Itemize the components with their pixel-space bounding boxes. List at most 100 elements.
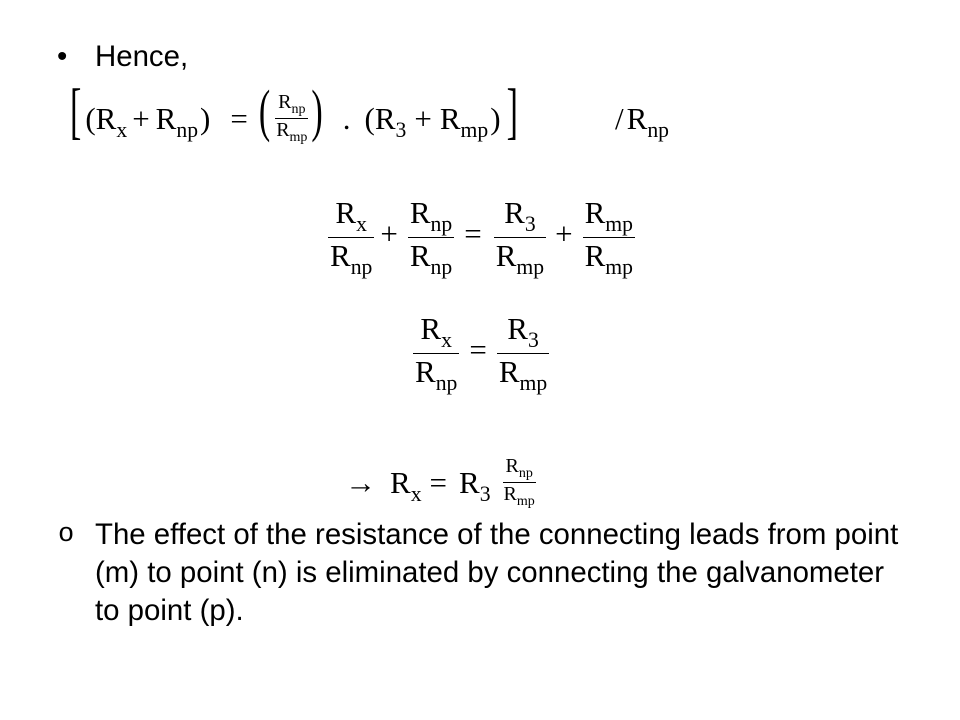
subscript-np: np xyxy=(435,370,458,395)
subscript-np: np xyxy=(291,101,306,117)
subscript-np: np xyxy=(350,254,373,279)
resistance-rx: R x xyxy=(420,310,452,351)
resistance-rx: R x xyxy=(335,194,367,235)
subscript-mp: mp xyxy=(605,211,634,236)
bullet-circle-icon: o xyxy=(58,520,75,550)
subscript-3: 3 xyxy=(479,481,491,506)
resistance-rmp: R mp xyxy=(439,100,488,141)
resistance-rmp: R mp xyxy=(585,240,633,278)
subscript-x: x xyxy=(116,117,128,142)
plus-sign: + xyxy=(414,100,432,136)
resistance-symbol: R xyxy=(155,100,177,136)
fraction-rnp-over-rmp: R np R mp xyxy=(502,454,536,509)
resistance-symbol: R xyxy=(95,100,117,136)
fraction-denominator: R mp xyxy=(494,237,546,278)
resistance-symbol: R xyxy=(503,482,517,505)
fraction-numerator: R np xyxy=(408,197,454,237)
fraction-numerator: R x xyxy=(333,197,369,237)
subscript-x: x xyxy=(410,481,422,506)
subscript-np: np xyxy=(518,465,533,481)
subscript-mp: mp xyxy=(289,129,308,145)
resistance-symbol: R xyxy=(420,310,442,346)
fraction-denominator: R np xyxy=(413,354,459,395)
right-paren-large: ) xyxy=(311,80,323,144)
resistance-symbol: R xyxy=(507,310,528,346)
equation-3: R x R np = R 3 R xyxy=(413,310,550,395)
bullet-text-line: (m) to point (n) is eliminated by connec… xyxy=(95,556,885,589)
equation-1: [ ( R x + R np ) = ( R np R mp xyxy=(70,81,518,148)
equation-4: → R x = R 3 R np R mp xyxy=(345,452,536,512)
plus-sign: + xyxy=(132,100,150,136)
subscript-np: np xyxy=(647,117,669,142)
division-slash: / xyxy=(615,100,624,136)
bullet-text: Hence, xyxy=(95,38,188,76)
right-paren: ) xyxy=(490,100,501,136)
left-paren: ( xyxy=(85,100,96,136)
fraction-numerator: R 3 xyxy=(502,197,538,237)
resistance-rmp: R mp xyxy=(499,356,547,394)
resistance-symbol: R xyxy=(459,464,480,500)
equals-sign: = xyxy=(464,216,482,251)
equals-sign: = xyxy=(469,332,487,367)
resistance-rmp: R mp xyxy=(503,482,535,509)
resistance-symbol: R xyxy=(495,237,517,273)
resistance-symbol: R xyxy=(626,100,648,136)
resistance-r3: R 3 xyxy=(459,464,491,505)
fraction-rnp-over-rnp: R np R np xyxy=(407,197,455,278)
resistance-rnp: R np xyxy=(505,454,532,481)
right-square-bracket: ] xyxy=(506,77,518,147)
resistance-rnp: R np xyxy=(409,237,452,278)
left-paren-large: ( xyxy=(258,80,271,144)
fraction-rnp-over-rmp: R np R mp xyxy=(275,92,309,145)
fraction-denominator: R mp xyxy=(275,119,308,145)
fraction-rx-over-rnp: R x R np xyxy=(413,313,460,395)
bullet-text-line: to point (p). xyxy=(95,594,244,627)
subscript-3: 3 xyxy=(527,327,539,352)
subscript-mp: mp xyxy=(516,493,535,509)
resistance-symbol: R xyxy=(330,237,351,273)
fraction-numerator: R mp xyxy=(583,197,635,237)
resistance-symbol: R xyxy=(335,194,357,230)
resistance-symbol: R xyxy=(278,90,292,113)
plus-sign: + xyxy=(555,216,573,251)
fraction-numerator: R np xyxy=(277,92,306,118)
resistance-r3: R 3 xyxy=(374,100,407,141)
subscript-3: 3 xyxy=(395,117,407,142)
resistance-rnp: R np xyxy=(155,100,198,141)
resistance-symbol: R xyxy=(276,118,290,141)
subscript-mp: mp xyxy=(519,370,548,395)
resistance-symbol: R xyxy=(505,454,519,477)
fraction-denominator: R mp xyxy=(583,238,635,278)
subscript-np: np xyxy=(430,254,453,279)
resistance-symbol: R xyxy=(409,194,431,230)
fraction-bar xyxy=(493,236,547,238)
bullet-text: The effect of the resistance of the conn… xyxy=(95,516,898,630)
bullet-dot-icon: • xyxy=(57,40,68,73)
right-paren: ) xyxy=(200,100,211,136)
resistance-symbol: R xyxy=(409,237,431,273)
bullet-hence: • Hence, xyxy=(57,38,188,76)
fraction-bar xyxy=(275,117,309,119)
resistance-rmp: R mp xyxy=(276,118,307,145)
equals-sign: = xyxy=(230,100,248,136)
resistance-r3: R 3 xyxy=(504,197,536,235)
bullet-text-line: Hence, xyxy=(95,40,189,73)
resistance-rnp: R np xyxy=(278,90,305,117)
resistance-symbol: R xyxy=(584,194,606,230)
fraction-bar xyxy=(407,236,455,238)
fraction-bar xyxy=(328,236,375,238)
resistance-symbol: R xyxy=(439,100,461,136)
resistance-rnp: R np xyxy=(330,237,372,278)
fraction-rmp-over-rmp: R mp R mp xyxy=(582,197,636,278)
resistance-symbol: R xyxy=(374,100,396,136)
bullet-explanation: o The effect of the resistance of the co… xyxy=(57,516,898,630)
right-arrow-symbol: → xyxy=(345,464,376,500)
fraction-numerator: R x xyxy=(418,313,454,353)
fraction-r3-over-rmp: R 3 R mp xyxy=(496,310,550,394)
fraction-r3-over-rmp: R 3 R mp xyxy=(493,197,547,278)
resistance-r3: R 3 xyxy=(507,310,539,351)
equation-2: R x R np + R np xyxy=(328,196,636,278)
plus-sign: + xyxy=(380,216,398,251)
subscript-3: 3 xyxy=(524,211,536,236)
